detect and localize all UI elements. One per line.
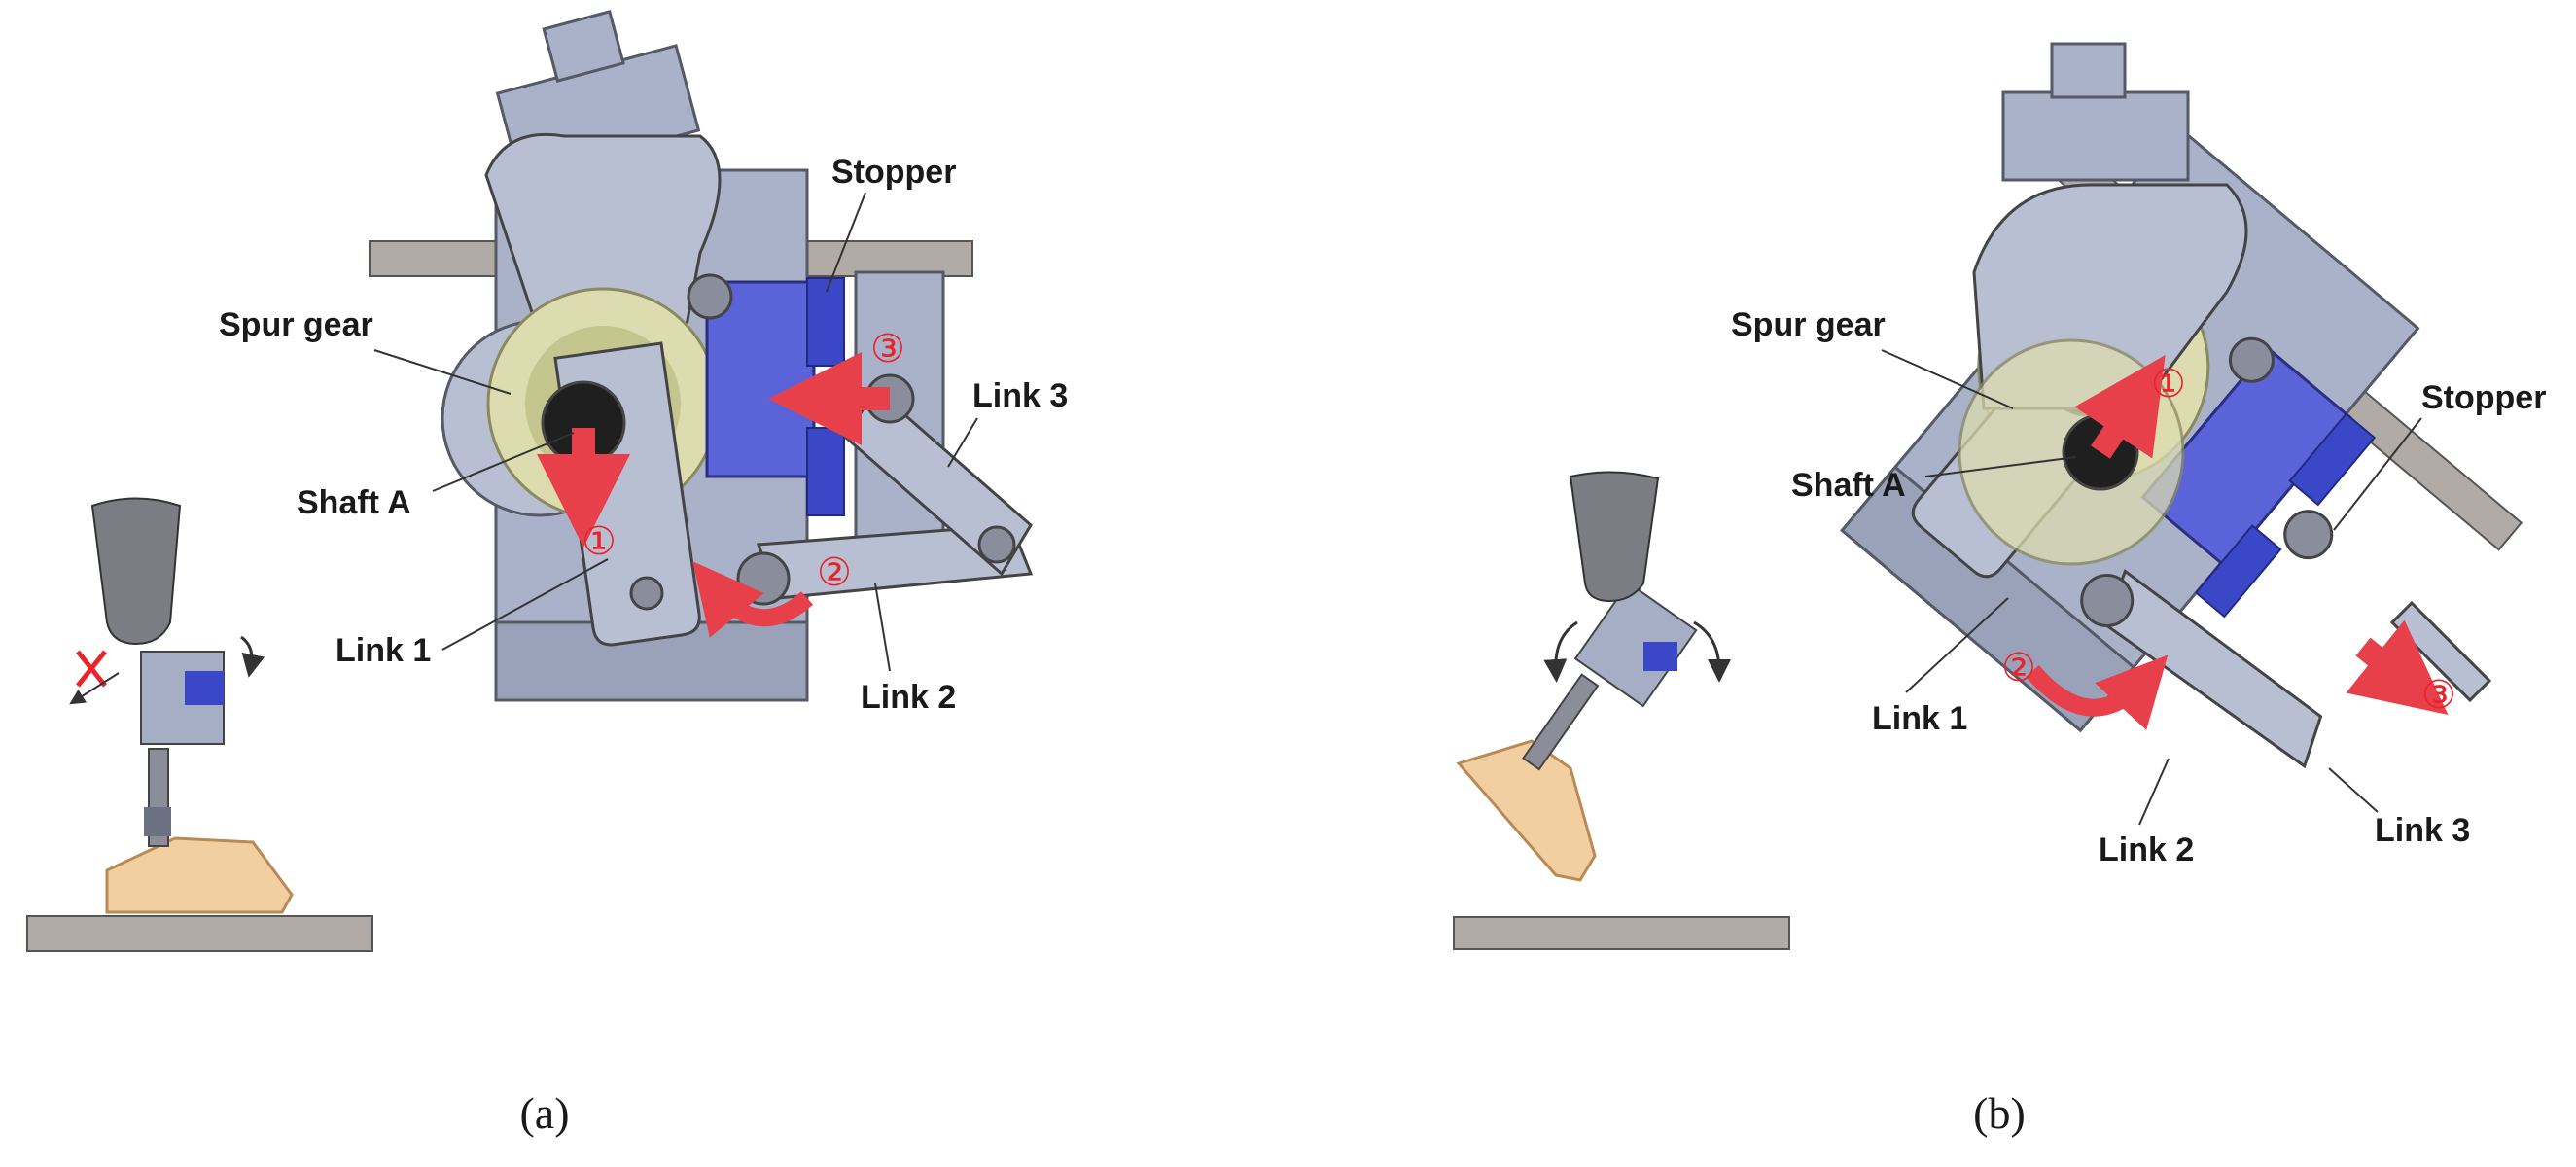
stopper-block-b (2288, 412, 2377, 507)
step-3-a: ③ (870, 327, 905, 371)
rotation-arrow-a (240, 635, 265, 678)
leader-link-1-b (1905, 597, 2009, 693)
top-adapter-b (2001, 42, 2190, 182)
rotation-arrow-left-b (1543, 620, 1578, 683)
label-link-1-a: Link 1 (335, 632, 431, 669)
label-link-3-b: Link 3 (2375, 812, 2470, 849)
foot-a (105, 836, 294, 914)
leader-shaft-a-a (432, 432, 575, 492)
leader-stopper-b (2333, 417, 2422, 531)
label-spur-gear-b: Spur gear (1731, 306, 1886, 343)
step-3-b: ③ (2421, 673, 2456, 718)
labels-a: Stopper Spur gear Shaft A Link 1 Link 2 … (219, 154, 1068, 716)
label-stopper-a: Stopper (831, 154, 956, 191)
ground-a (26, 915, 373, 952)
step-1-b: ① (2151, 362, 2186, 407)
pivot-link1-a (629, 576, 664, 611)
leader-spur-gear-a (373, 349, 512, 395)
label-link-2-a: Link 2 (861, 679, 956, 716)
label-link-2-b: Link 2 (2099, 831, 2194, 868)
step-1-a: ① (582, 519, 617, 564)
leader-link-2-b (2138, 758, 2170, 826)
arrow-step-3-b (2346, 619, 2449, 715)
pivot-link2-b (2080, 573, 2135, 627)
rotation-arrow-right-b (1693, 620, 1731, 683)
caption-b: (b) (1973, 1088, 2026, 1138)
pylon-joint-a (144, 807, 171, 836)
rack-b (2140, 345, 2352, 569)
labels-b: Spur gear Shaft A Stopper Link 1 Link 2 … (1731, 306, 2546, 868)
leader-spur-gear-b (1881, 349, 2014, 409)
prosthesis-illustration-b (1453, 471, 1790, 950)
label-link-1-b: Link 1 (1872, 700, 1967, 737)
leader-link-1-a (441, 558, 609, 651)
pivot-link2-a (736, 551, 791, 606)
stopper-block-lower-b (2194, 524, 2282, 619)
label-link-3-a: Link 3 (972, 377, 1068, 414)
cross-mark-a (76, 650, 107, 688)
arrow-step-1-b (2074, 355, 2166, 459)
pivot-link3-b (2283, 510, 2334, 560)
caption-a: (a) (519, 1088, 569, 1138)
step-2-a: ② (817, 550, 852, 595)
socket-b (1569, 471, 1660, 603)
knee-stopper-a (185, 671, 224, 705)
label-spur-gear-a: Spur gear (219, 306, 373, 343)
leader-shaft-a-b (1924, 456, 2077, 477)
leader-link-3-a (947, 417, 978, 468)
pivot-top-b (2228, 336, 2275, 383)
foot-b (1456, 739, 1597, 882)
arrow-step-2-a (692, 561, 814, 638)
leader-link-3-b (2328, 767, 2379, 813)
arrow-step-2-b (2026, 654, 2169, 730)
stopper-block-lower-a (806, 427, 845, 516)
stopper-block-a (806, 277, 845, 367)
prosthesis-illustration-a (26, 497, 373, 952)
label-shaft-a-a: Shaft A (297, 484, 411, 521)
leader-link-2-a (874, 583, 891, 672)
leader-stopper-a (826, 192, 866, 293)
label-stopper-b: Stopper (2421, 379, 2546, 416)
pivot-top-a (687, 273, 733, 320)
pivot-joint-a (977, 525, 1016, 564)
socket-a (90, 497, 182, 646)
knee-stopper-b (1643, 642, 1677, 671)
cross-arrow-a (69, 672, 120, 705)
panel-b: Spur gear Shaft A Stopper Link 1 Link 2 … (1453, 42, 2546, 1138)
mechanism-a (369, 10, 1034, 702)
label-shaft-a-b: Shaft A (1791, 467, 1906, 504)
step-2-b: ② (2001, 646, 2036, 690)
pylon-b (1522, 673, 1600, 771)
ground-b (1453, 916, 1790, 950)
panel-a: Stopper Spur gear Shaft A Link 1 Link 2 … (26, 10, 1068, 1138)
